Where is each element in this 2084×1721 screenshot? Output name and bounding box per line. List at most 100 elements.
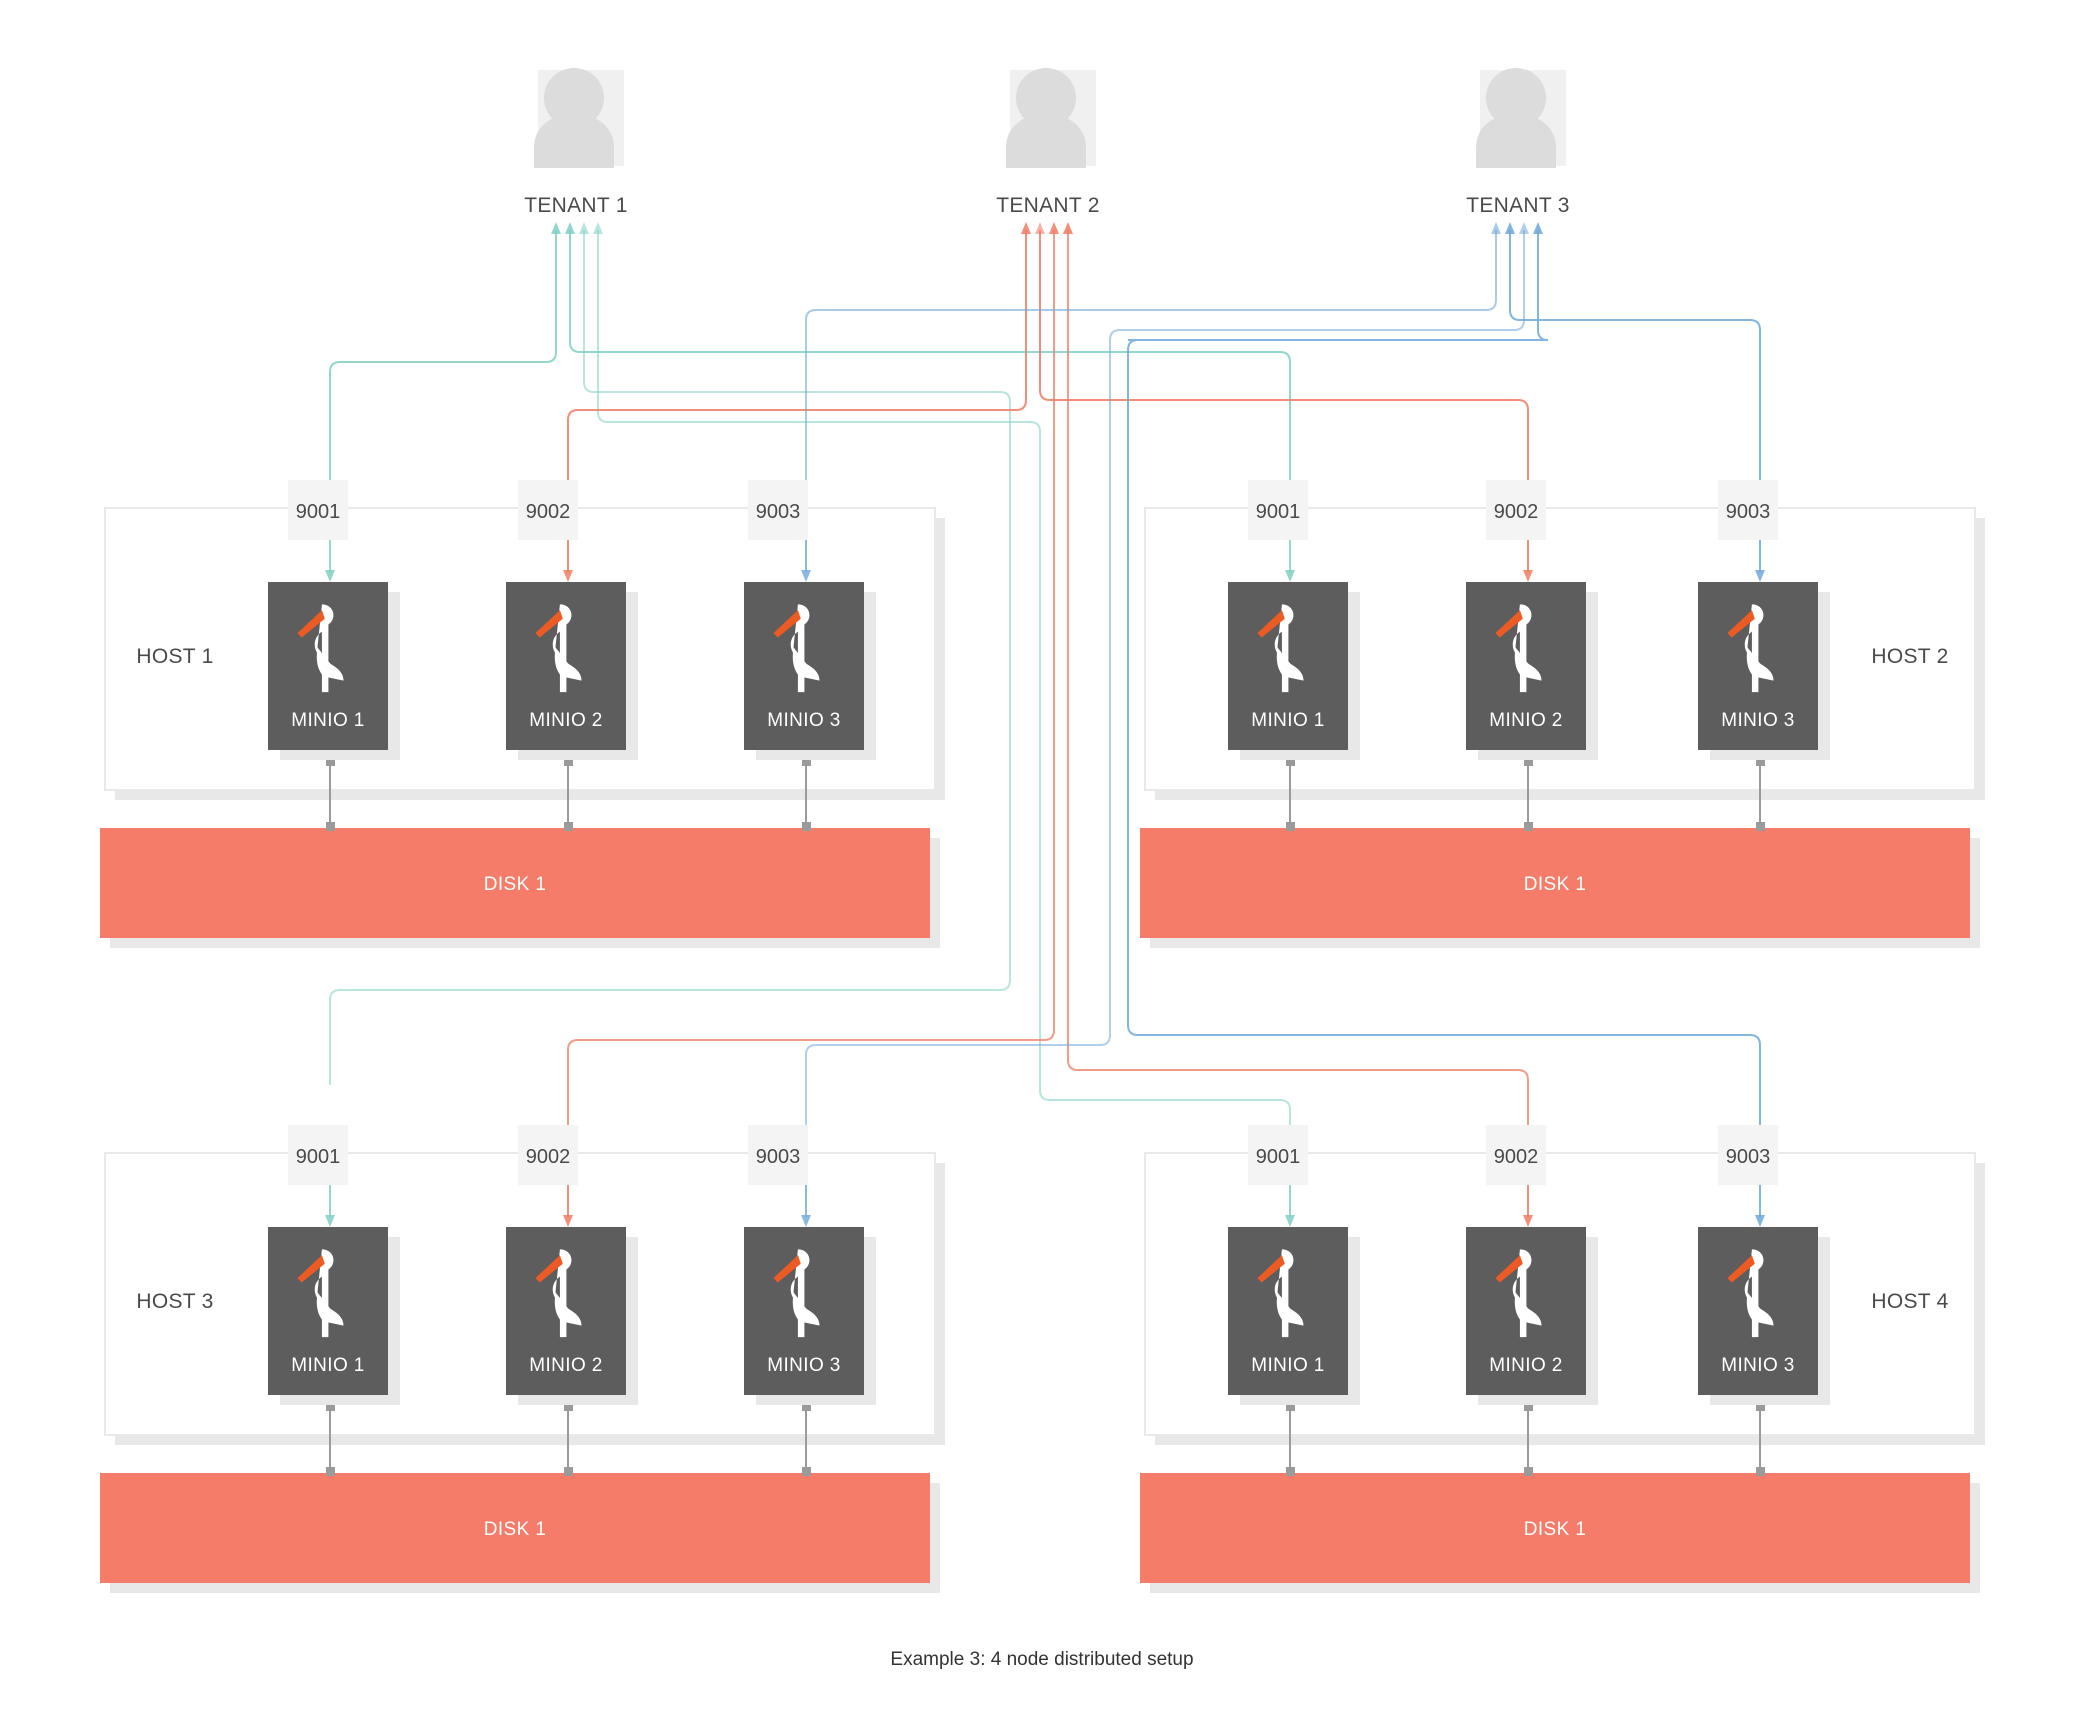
nub-top — [326, 757, 335, 766]
host-2-port-3-box[interactable] — [1718, 480, 1778, 540]
host-4-port-3-label: 9003 — [1726, 1146, 1771, 1168]
host-1-label: HOST 1 — [136, 645, 213, 668]
host-1-port-2-label: 9002 — [526, 501, 571, 523]
host-1-minio-2-label: MINIO 2 — [529, 710, 603, 731]
link-t3-h2 — [1509, 230, 1761, 500]
host-1-node-2[interactable]: MINIO 2 9002 — [506, 480, 638, 831]
host-1-port-1-box[interactable] — [288, 480, 348, 540]
host-2-node-3[interactable]: MINIO 3 9003 — [1698, 480, 1830, 831]
host-1-port-1-label: 9001 — [296, 501, 341, 523]
host-4[interactable]: HOST 4 DISK 1 MINIO 1 9001 — [1140, 1125, 1985, 1593]
link-t1-h4 — [597, 230, 1291, 1185]
host-3-node-1[interactable]: MINIO 1 9001 — [268, 1125, 400, 1476]
tenant-1[interactable]: TENANT 1 — [524, 68, 628, 217]
host-1-disk[interactable] — [100, 828, 930, 938]
host-2-minio-1-label: MINIO 1 — [1251, 710, 1325, 731]
host-2-port-2-box[interactable] — [1486, 480, 1546, 540]
host-3-minio-1-label: MINIO 1 — [291, 1355, 365, 1376]
link-t3-h4 — [1127, 230, 1761, 1185]
host-1-node-1-arrowhead — [325, 570, 335, 582]
host-3-port-1-box[interactable] — [288, 1125, 348, 1185]
host-4-port-1-label: 9001 — [1256, 1146, 1301, 1168]
host-4-minio-3-label: MINIO 3 — [1721, 1355, 1795, 1376]
tenant-2-label: TENANT 2 — [996, 194, 1100, 217]
nub-bottom — [1524, 822, 1533, 831]
link-t1-h3 — [329, 230, 1011, 1085]
tenant-3[interactable]: TENANT 3 — [1466, 68, 1570, 217]
link-t2-h4 — [1067, 230, 1529, 1185]
host-4-node-2-arrowhead — [1523, 1215, 1533, 1227]
link-t3-h1 — [805, 230, 1497, 500]
host-2-node-3-arrowhead — [1755, 570, 1765, 582]
host-3-node-2[interactable]: MINIO 2 9002 — [506, 1125, 638, 1476]
host-2-node-1-arrowhead — [1285, 570, 1295, 582]
tenant-2[interactable]: TENANT 2 — [996, 68, 1100, 217]
host-4-port-1-box[interactable] — [1248, 1125, 1308, 1185]
host-1-port-3-box[interactable] — [748, 480, 808, 540]
host-3-minio-2-label: MINIO 2 — [529, 1355, 603, 1376]
host-3-port-3-box[interactable] — [748, 1125, 808, 1185]
host-2-disk[interactable] — [1140, 828, 1970, 938]
connection-lines — [329, 230, 1761, 1185]
host-4-disk-label: DISK 1 — [1524, 1519, 1587, 1540]
host-1-port-3-label: 9003 — [756, 501, 801, 523]
tenant-arrowhead-t2 — [1021, 222, 1073, 234]
host-2-label: HOST 2 — [1871, 645, 1948, 668]
nub-top — [1524, 757, 1533, 766]
nub-top — [1286, 757, 1295, 766]
person-icon — [1006, 68, 1096, 168]
host-4-minio-2-label: MINIO 2 — [1489, 1355, 1563, 1376]
host-1[interactable]: HOST 1 DISK 1 MINIO 1 9001 — [100, 480, 945, 948]
host-3[interactable]: HOST 3 DISK 1 MINIO 1 9001 — [100, 1125, 945, 1593]
host-2-port-1-label: 9001 — [1256, 501, 1301, 523]
host-1-node-3[interactable]: MINIO 3 9003 — [744, 480, 876, 831]
nub-bottom — [802, 1467, 811, 1476]
tenant-1-label: TENANT 1 — [524, 194, 628, 217]
diagram-caption: Example 3: 4 node distributed setup — [890, 1649, 1193, 1670]
host-2-minio-3-label: MINIO 3 — [1721, 710, 1795, 731]
host-2-node-2-arrowhead — [1523, 570, 1533, 582]
host-3-disk[interactable] — [100, 1473, 930, 1583]
nub-bottom — [1524, 1467, 1533, 1476]
nub-bottom — [564, 822, 573, 831]
host-2-port-3-label: 9003 — [1726, 501, 1771, 523]
host-4-node-1[interactable]: MINIO 1 9001 — [1228, 1125, 1360, 1476]
host-3-port-2-label: 9002 — [526, 1146, 571, 1168]
host-2-node-1[interactable]: MINIO 1 9001 — [1228, 480, 1360, 831]
nub-top — [802, 1402, 811, 1411]
nub-bottom — [1286, 822, 1295, 831]
host-2-node-2[interactable]: MINIO 2 9002 — [1466, 480, 1598, 831]
tenant-arrowhead-t3 — [1491, 222, 1543, 234]
nub-bottom — [326, 1467, 335, 1476]
host-4-node-3[interactable]: MINIO 3 9003 — [1698, 1125, 1830, 1476]
host-4-node-2[interactable]: MINIO 2 9002 — [1466, 1125, 1598, 1476]
host-4-port-3-box[interactable] — [1718, 1125, 1778, 1185]
host-3-port-3-label: 9003 — [756, 1146, 801, 1168]
person-icon — [1476, 68, 1566, 168]
host-4-port-2-box[interactable] — [1486, 1125, 1546, 1185]
host-4-disk[interactable] — [1140, 1473, 1970, 1583]
host-1-port-2-box[interactable] — [518, 480, 578, 540]
tenant-arrow-group — [551, 222, 1543, 234]
host-4-minio-1-label: MINIO 1 — [1251, 1355, 1325, 1376]
host-3-node-3[interactable]: MINIO 3 9003 — [744, 1125, 876, 1476]
host-3-node-2-arrowhead — [563, 1215, 573, 1227]
host-3-port-2-box[interactable] — [518, 1125, 578, 1185]
host-1-minio-3-label: MINIO 3 — [767, 710, 841, 731]
host-2-port-2-label: 9002 — [1494, 501, 1539, 523]
host-3-node-1-arrowhead — [325, 1215, 335, 1227]
tenant-3-label: TENANT 3 — [1466, 194, 1570, 217]
host-2[interactable]: HOST 2 DISK 1 MINIO 1 9001 — [1140, 480, 1985, 948]
host-2-port-1-box[interactable] — [1248, 480, 1308, 540]
nub-top — [564, 1402, 573, 1411]
host-3-disk-label: DISK 1 — [484, 1519, 547, 1540]
nub-bottom — [564, 1467, 573, 1476]
nub-bottom — [1286, 1467, 1295, 1476]
host-4-node-1-arrowhead — [1285, 1215, 1295, 1227]
host-3-node-3-arrowhead — [801, 1215, 811, 1227]
nub-top — [802, 757, 811, 766]
host-1-node-1[interactable]: MINIO 1 9001 — [268, 480, 400, 831]
nub-bottom — [802, 822, 811, 831]
host-4-node-3-arrowhead — [1755, 1215, 1765, 1227]
